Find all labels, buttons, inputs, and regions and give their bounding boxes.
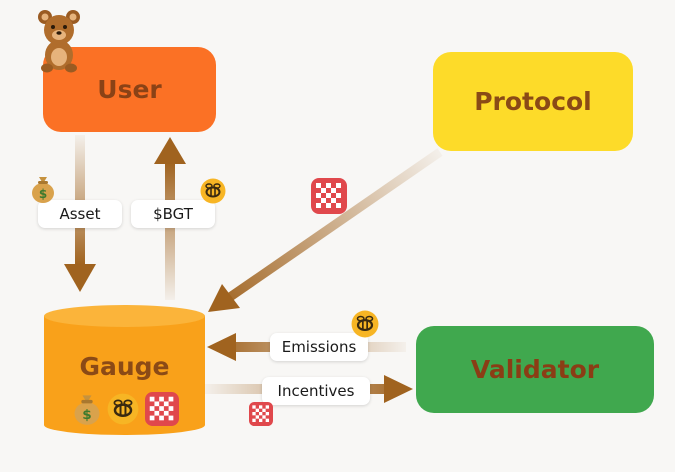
user-label: User [97, 75, 162, 104]
protocol-node: Protocol [433, 52, 633, 151]
svg-text:$: $ [39, 187, 47, 201]
bgt-label: $BGT [131, 200, 215, 228]
incentives-label: Incentives [262, 377, 370, 405]
asset-label: Asset [38, 200, 122, 228]
incentives-label-text: Incentives [277, 382, 355, 400]
bee-token-icon [351, 310, 379, 338]
checker-token-icon [311, 178, 347, 214]
gauge-label: Gauge [79, 352, 170, 381]
validator-node: Validator [416, 326, 654, 413]
bgt-label-text: $BGT [153, 205, 193, 223]
money-bag-icon: $ [74, 395, 100, 425]
protocol-label: Protocol [474, 87, 592, 116]
bee-token-icon [107, 393, 139, 425]
checker-token-icon [145, 392, 179, 426]
asset-label-text: Asset [59, 205, 101, 223]
money-bag-icon: $ [32, 177, 54, 203]
checker-token-icon [249, 402, 273, 426]
svg-text:$: $ [82, 407, 91, 423]
validator-label: Validator [470, 355, 600, 384]
bgt-arrow [154, 137, 186, 300]
bear-mascot-icon [38, 10, 80, 73]
user-node: User [43, 47, 216, 132]
protocol-arrow [208, 148, 443, 312]
emissions-label-text: Emissions [281, 338, 357, 356]
bee-token-icon [200, 178, 226, 204]
emissions-label: Emissions [270, 333, 368, 361]
